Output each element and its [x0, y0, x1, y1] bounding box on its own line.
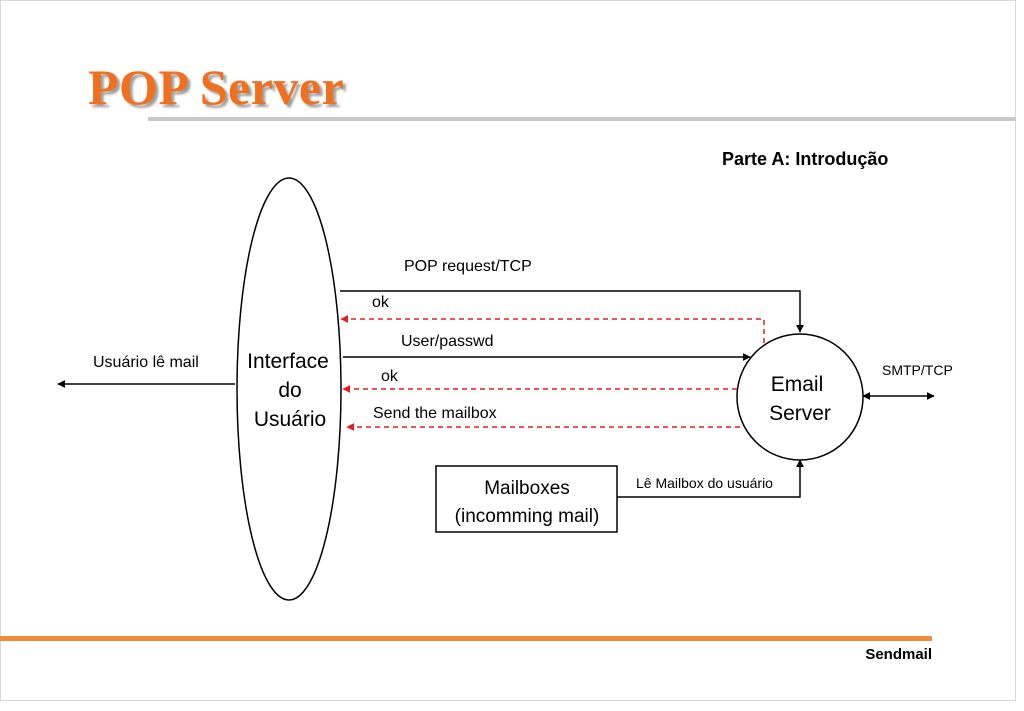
reads-mailbox-label: Lê Mailbox do usuário — [636, 475, 773, 491]
email-server-label-1: Email — [771, 373, 824, 396]
user-interface-label-1: Interface — [247, 350, 329, 373]
smtp-tcp-label: SMTP/TCP — [882, 362, 953, 378]
mailboxes-box — [435, 465, 618, 533]
ok-response-arrow-1 — [340, 315, 765, 343]
user-interface-label-2: do — [278, 379, 301, 402]
pop-request-label: POP request/TCP — [404, 258, 532, 275]
ok-label-2: ok — [381, 368, 399, 385]
user-interface-label-3: Usuário — [254, 408, 326, 431]
slide-border — [0, 0, 1016, 701]
slide-subtitle: Parte A: Introdução — [722, 149, 889, 169]
mailboxes-label-1: Mailboxes — [484, 478, 570, 499]
slide-title: POP Server — [88, 59, 345, 115]
user-reads-mail-label: Usuário lê mail — [93, 354, 199, 371]
send-mailbox-label: Send the mailbox — [373, 405, 497, 422]
footer-rule — [0, 636, 932, 641]
email-server-circle — [736, 333, 864, 461]
user-passwd-label: User/passwd — [401, 333, 493, 350]
email-server-label-2: Server — [769, 402, 831, 425]
footer-label: Sendmail — [865, 646, 932, 663]
pop-request-arrow — [340, 290, 804, 333]
ok-label-1: ok — [372, 294, 390, 311]
user-interface-ellipse — [236, 177, 342, 601]
title-underline — [148, 117, 1016, 121]
reads-mailbox-arrow — [617, 459, 804, 498]
mailboxes-label-2: (incomming mail) — [455, 506, 600, 527]
